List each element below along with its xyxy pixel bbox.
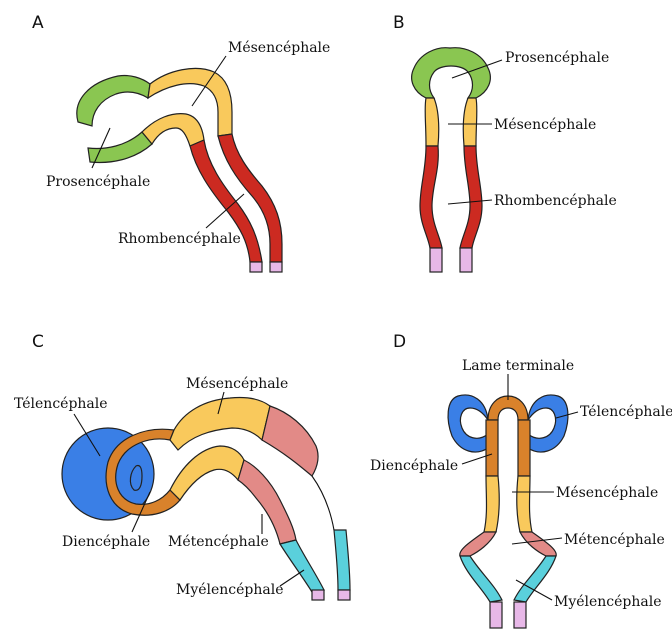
panel-d-letter: D	[393, 332, 406, 352]
panel-d-myelencephale-right	[514, 556, 556, 602]
panel-b-rhombencephale-right	[460, 146, 482, 248]
panel-b-mesencephale-left	[425, 98, 439, 146]
panel-c-label-mesencephale: Mésencéphale	[186, 376, 288, 392]
panel-c-label-metencephale: Métencéphale	[168, 534, 269, 550]
panel-d: D Lame terminale Télencéphale Diencépha	[370, 332, 672, 628]
panel-d-metencephale-right	[520, 532, 556, 556]
panel-d-label-metencephale: Métencéphale	[564, 532, 665, 548]
panel-a: A Mésencéphale Prosencéphale Rhombencéph…	[32, 13, 330, 272]
panel-a-mesencephale-lower	[142, 114, 204, 146]
panel-a-spinal-cord-right	[270, 262, 282, 272]
panel-c-label-diencephale: Diencéphale	[62, 534, 150, 550]
panel-d-telencephale-left	[448, 395, 488, 452]
panel-d-telencephale-right	[528, 395, 568, 452]
panel-b: B Prosencéphale Mésencéphale Rhombencéph…	[393, 13, 617, 272]
panel-a-spinal-cord-left	[250, 262, 262, 272]
panel-b-label-prosencephale: Prosencéphale	[505, 50, 609, 66]
panel-a-label-rhombencephale: Rhombencéphale	[118, 231, 241, 247]
panel-d-spinal-cord-right	[514, 602, 526, 628]
panel-c-myelencephale-upper	[334, 530, 350, 590]
panel-c-myelencephale-lower	[280, 540, 324, 592]
panel-b-prosencephale	[412, 48, 491, 98]
panel-d-diencephale-right	[518, 420, 530, 476]
panel-b-label-rhombencephale: Rhombencéphale	[494, 193, 617, 209]
panel-c-metencephale-lower	[238, 460, 296, 544]
panel-d-myelencephale-left	[460, 556, 502, 602]
panel-d-label-diencephale: Diencéphale	[370, 458, 458, 474]
panel-b-letter: B	[393, 13, 405, 33]
panel-c-neural-tube-outline	[312, 476, 334, 530]
panel-c-label-telencephale: Télencéphale	[14, 396, 108, 412]
panel-c: C Télencéphale Mésencéphale Diencéphale …	[14, 332, 350, 600]
panel-d-metencephale-left	[460, 532, 496, 556]
panel-d-label-myelencephale: Myélencéphale	[554, 594, 662, 610]
panel-a-label-prosencephale: Prosencéphale	[46, 174, 150, 190]
panel-d-mesencephale-right	[517, 476, 532, 532]
panel-c-mesencephale-lower	[170, 446, 244, 500]
panel-c-spinal-cord-right	[338, 590, 350, 600]
panel-b-spinal-cord-left	[430, 248, 442, 272]
panel-c-label-myelencephale: Myélencéphale	[176, 582, 284, 598]
panel-d-label-lame-terminale: Lame terminale	[462, 358, 574, 374]
panel-c-spinal-cord-left	[312, 590, 324, 600]
panel-d-spinal-cord-left	[490, 602, 502, 628]
panel-b-label-mesencephale: Mésencéphale	[494, 117, 596, 133]
panel-b-mesencephale-right	[463, 98, 477, 146]
panel-b-rhombencephale-left	[420, 146, 442, 248]
panel-a-prosencephale-lower	[88, 132, 152, 162]
panel-a-prosencephale-upper	[77, 75, 150, 126]
panel-d-mesencephale-left	[484, 476, 499, 532]
panel-d-diencephale-left	[486, 420, 498, 476]
panel-a-label-mesencephale: Mésencéphale	[228, 40, 330, 56]
panel-c-leader-myelencephale	[280, 570, 304, 586]
panel-d-label-mesencephale: Mésencéphale	[556, 485, 658, 501]
panel-d-label-telencephale: Télencéphale	[580, 404, 672, 420]
panel-c-letter: C	[32, 332, 44, 352]
panel-b-spinal-cord-right	[460, 248, 472, 272]
panel-a-letter: A	[32, 13, 44, 33]
panel-c-metencephale-upper	[262, 406, 318, 476]
